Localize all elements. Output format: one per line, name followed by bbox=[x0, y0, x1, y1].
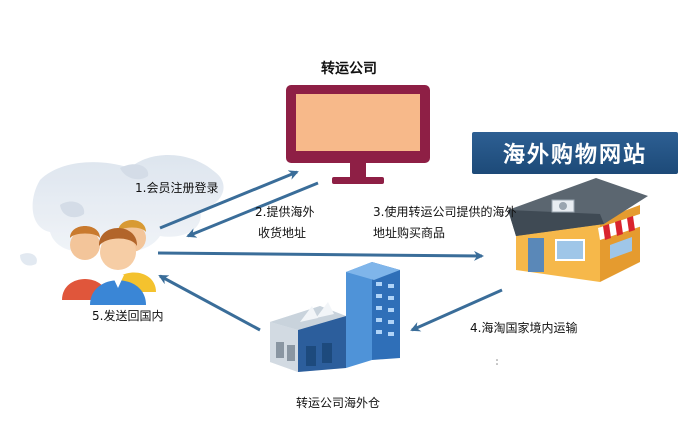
step3-label-line2: 地址购买商品 bbox=[373, 226, 446, 240]
step2-label-line2: 收货地址 bbox=[258, 226, 307, 240]
step2-label-line1: 2.提供海外 bbox=[255, 205, 315, 219]
step4-label: 4.海淘国家境内运输 bbox=[470, 321, 578, 335]
transfer-company-title: 转运公司 bbox=[321, 61, 377, 77]
overseas-site-banner: 海外购物网站 bbox=[472, 132, 678, 174]
arrow-step2 bbox=[186, 181, 319, 238]
step5-label: 5.发送回国内 bbox=[92, 309, 164, 323]
shop-icon bbox=[508, 178, 648, 282]
monitor-icon bbox=[286, 85, 430, 184]
arrow-step5 bbox=[158, 274, 261, 332]
arrow-step4 bbox=[410, 288, 503, 332]
warehouse-label: 转运公司海外仓 bbox=[296, 396, 381, 410]
arrow-step1 bbox=[159, 170, 299, 230]
step1-label: 1.会员注册登录 bbox=[135, 181, 219, 195]
decorative-dots bbox=[496, 359, 498, 365]
step3-label-line1: 3.使用转运公司提供的海外 bbox=[373, 205, 517, 219]
warehouse-icon bbox=[270, 262, 400, 372]
users-icon bbox=[62, 220, 156, 305]
flow-arrows bbox=[157, 170, 503, 332]
arrow-step3 bbox=[157, 250, 484, 261]
